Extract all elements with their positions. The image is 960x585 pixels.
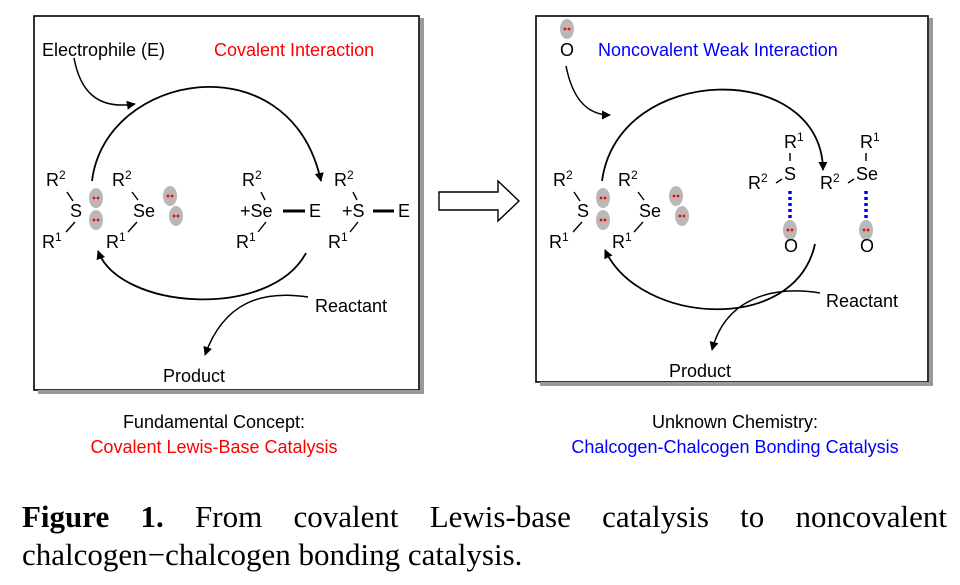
right-sulfur-complex-r1: R1 — [784, 130, 804, 152]
left-sulfide-lone-pair — [89, 210, 103, 230]
right-selenide-catalyst: R2 Se R1 — [612, 168, 689, 252]
left-panel: Electrophile (E) Covalent Interaction Re… — [33, 15, 424, 394]
left-sulfonium-atom: +S — [342, 201, 365, 221]
right-cycle-bottom-arc — [604, 243, 816, 311]
right-selenide-bond-r1 — [633, 221, 644, 233]
figure-caption: Figure 1. From covalent Lewis-base catal… — [22, 498, 947, 574]
left-selenide-r2: R2 — [112, 168, 132, 190]
right-selenium-complex-oxygen: O — [860, 236, 874, 256]
right-sulfide-bond-r1 — [572, 221, 583, 233]
right-selenide-lone-pair — [675, 206, 689, 226]
left-interaction-label: Covalent Interaction — [214, 40, 374, 60]
right-selenium-complex-atom: Se — [856, 164, 878, 184]
left-caption-line2: Covalent Lewis-Base Catalysis — [90, 437, 337, 457]
right-selenide-r1: R1 — [612, 230, 632, 252]
right-selenium-complex-bond-r2 — [847, 178, 855, 184]
figure-caption-text: From covalent Lewis-base catalysis to no… — [22, 499, 948, 572]
right-oxygen-label: O — [560, 40, 574, 60]
right-sulfide-lone-pair — [596, 210, 610, 230]
left-sulfide-r2: R2 — [46, 168, 66, 190]
left-sulfonium-r2: R2 — [334, 168, 354, 190]
left-selenide-bond-r2 — [131, 191, 139, 201]
left-product-label: Product — [163, 366, 225, 386]
left-selenide-lone-pair — [163, 186, 177, 206]
right-oxygen-lone-pair — [560, 19, 574, 39]
left-cycle-top-arc — [91, 86, 324, 182]
transition-arrow-icon — [438, 179, 521, 223]
scheme-diagram: Electrophile (E) Covalent Interaction Re… — [33, 15, 933, 457]
left-sulfide-bond-r1 — [65, 221, 76, 233]
left-sulfide-lone-pair — [89, 188, 103, 208]
right-selenide-r2: R2 — [618, 168, 638, 190]
left-electrophile-arrow — [73, 57, 136, 110]
left-selenide-bond-r1 — [127, 221, 138, 233]
right-selenium-oxygen-complex: R1 R2 Se O — [820, 130, 880, 256]
left-electrophile-label: Electrophile (E) — [42, 40, 165, 60]
right-selenide-atom: Se — [639, 201, 661, 221]
left-sulfonium-adduct: R2 +S E R1 — [328, 168, 410, 252]
right-reactant-label: Reactant — [826, 291, 898, 311]
right-sulfide-bond-r2 — [573, 191, 581, 202]
left-sulfonium-r1: R1 — [328, 230, 348, 252]
right-cycle-top-arc — [601, 88, 828, 182]
left-selenide-atom: Se — [133, 201, 155, 221]
right-panel: O Noncovalent Weak Interaction Reactant … — [535, 15, 933, 386]
left-selenonium-atom: +Se — [240, 201, 273, 221]
right-sulfide-atom: S — [577, 201, 589, 221]
right-sulfur-complex-r2: R2 — [748, 171, 768, 193]
left-selenonium-electrophile: E — [309, 201, 321, 221]
right-interaction-label: Noncovalent Weak Interaction — [598, 40, 838, 60]
figure-caption-lead: Figure 1. — [22, 499, 164, 534]
right-caption-line2: Chalcogen-Chalcogen Bonding Catalysis — [571, 437, 898, 457]
right-selenium-complex-r2: R2 — [820, 171, 840, 193]
right-selenium-complex-r1: R1 — [860, 130, 880, 152]
left-selenonium-r2: R2 — [242, 168, 262, 190]
right-oxygen-arrow — [565, 65, 611, 120]
right-caption-line1: Unknown Chemistry: — [652, 412, 818, 432]
left-sulfonium-electrophile: E — [398, 201, 410, 221]
left-caption-line1: Fundamental Concept: — [123, 412, 305, 432]
left-reactant-label: Reactant — [315, 296, 387, 316]
left-selenonium-adduct: R2 +Se E R1 — [236, 168, 321, 252]
right-selenide-lone-pair — [669, 186, 683, 206]
left-selenonium-bond-r2 — [260, 191, 266, 201]
left-sulfide-catalyst: R2 S R1 — [42, 168, 103, 252]
left-sulfide-bond-r2 — [66, 191, 74, 202]
right-product-label: Product — [669, 361, 731, 381]
left-sulfide-atom: S — [70, 201, 82, 221]
left-sulfonium-bond-r2 — [352, 191, 358, 201]
left-sulfonium-bond-r1 — [349, 221, 359, 233]
right-sulfur-complex-oxygen: O — [784, 236, 798, 256]
right-sulfide-r2: R2 — [553, 168, 573, 190]
right-sulfide-r1: R1 — [549, 230, 569, 252]
left-sulfide-r1: R1 — [42, 230, 62, 252]
left-selenide-lone-pair — [169, 206, 183, 226]
left-selenonium-r1: R1 — [236, 230, 256, 252]
left-cycle-bottom-arc — [96, 250, 307, 301]
left-selenide-catalyst: R2 Se R1 — [106, 168, 183, 252]
right-sulfur-complex-bond-r2 — [775, 178, 783, 184]
left-product-arrow — [203, 294, 309, 356]
right-sulfur-oxygen-complex: R1 R2 S O — [748, 130, 804, 256]
left-selenonium-bond-r1 — [257, 221, 267, 233]
right-selenide-bond-r2 — [637, 191, 645, 201]
right-sulfide-catalyst: R2 S R1 — [549, 168, 610, 252]
right-sulfide-lone-pair — [596, 188, 610, 208]
right-sulfur-complex-atom: S — [784, 164, 796, 184]
left-selenide-r1: R1 — [106, 230, 126, 252]
right-product-arrow — [709, 290, 821, 351]
right-panel-frame — [535, 15, 929, 383]
